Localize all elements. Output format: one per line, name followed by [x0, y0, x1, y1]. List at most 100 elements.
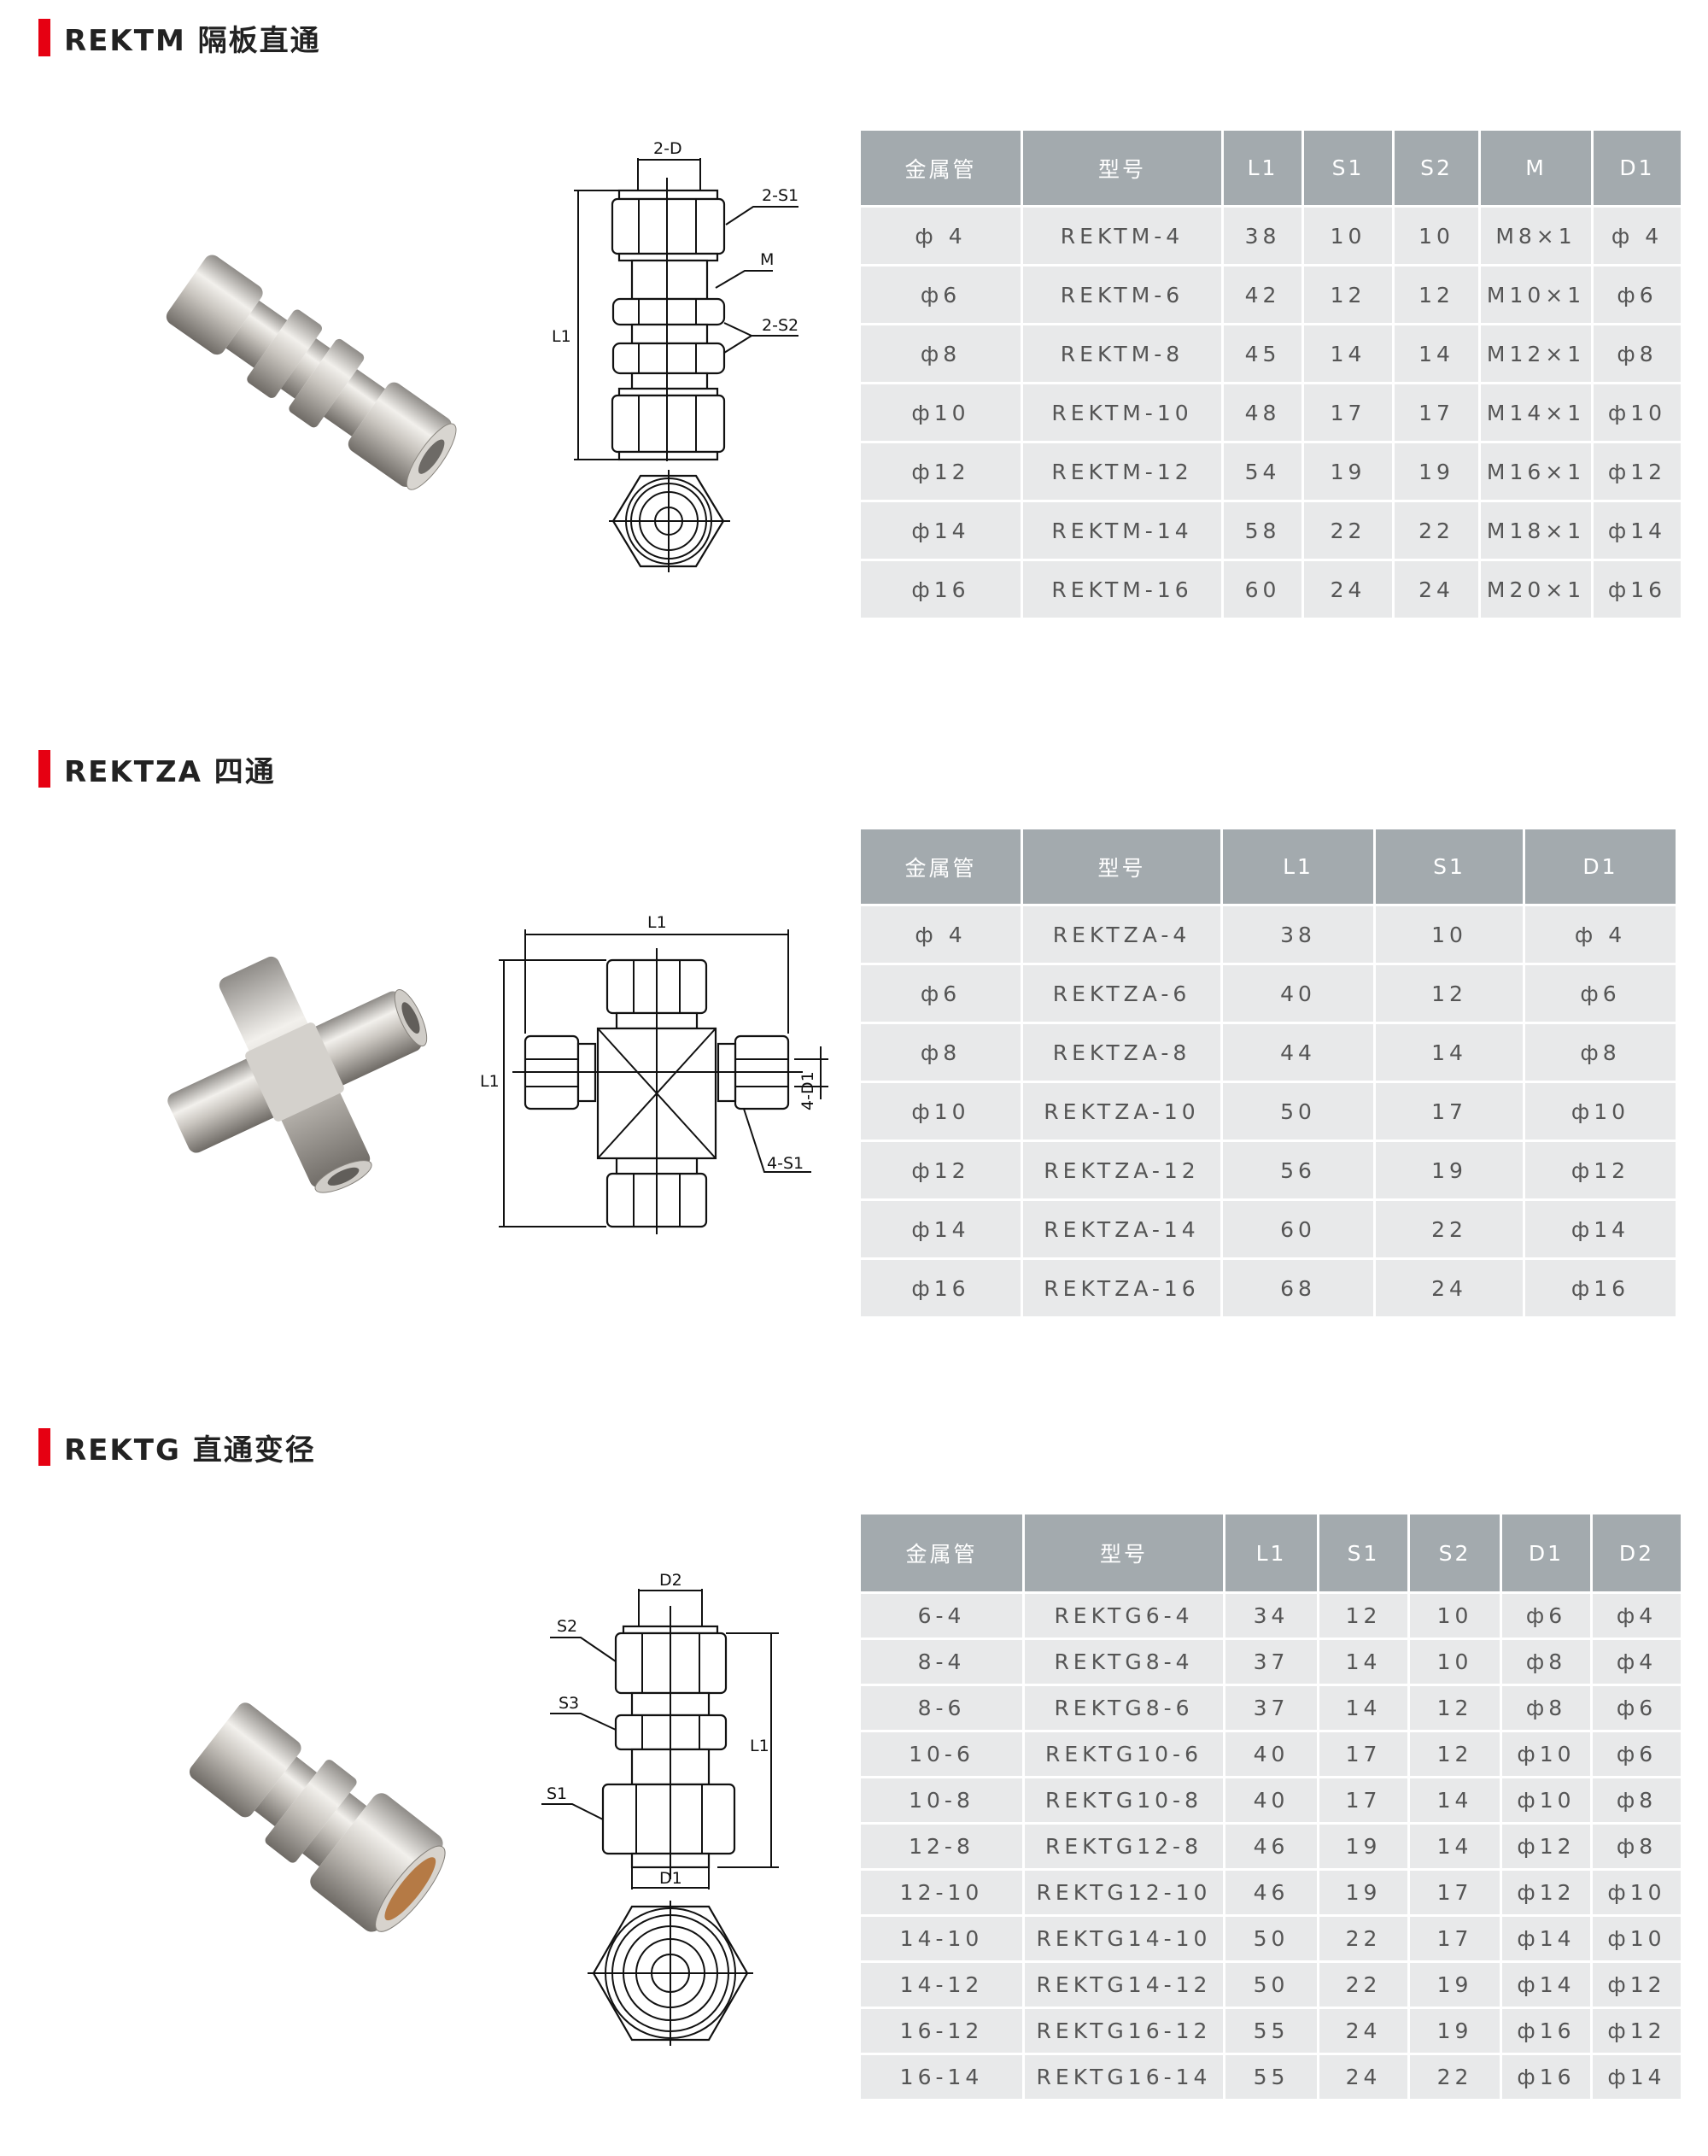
section-heading-rektg: REKTG 直通变径	[38, 1428, 316, 1468]
table-cell: 14	[1376, 1024, 1523, 1081]
table-cell: ф4	[1593, 1594, 1681, 1638]
table-cell: 19	[1376, 1142, 1523, 1198]
table-cell: ф12	[1593, 2009, 1681, 2053]
table-cell: 14	[1304, 325, 1392, 382]
table-cell: 10-8	[861, 1778, 1022, 1822]
table-cell: ф12	[1594, 443, 1681, 500]
table-cell: M18×1	[1481, 502, 1591, 559]
table-cell: 12	[1304, 267, 1392, 323]
heading-accent-bar	[38, 19, 50, 56]
table-cell: ф16	[861, 561, 1021, 618]
table-cell: ф14	[1525, 1201, 1676, 1257]
table-cell: 50	[1223, 1083, 1373, 1140]
table-cell: 14	[1410, 1778, 1500, 1822]
table-cell: 54	[1224, 443, 1301, 500]
table-cell: REKTG10-8	[1025, 1778, 1223, 1822]
table-cell: 42	[1224, 267, 1301, 323]
diagram-label: D1	[659, 1869, 682, 1888]
table-cell: 60	[1223, 1201, 1373, 1257]
table-cell: REKTM-10	[1023, 384, 1221, 441]
table-cell: 10	[1395, 208, 1478, 264]
table-cell: REKTG8-4	[1025, 1640, 1223, 1684]
column-header: S1	[1319, 1514, 1407, 1591]
table-cell: 19	[1319, 1871, 1407, 1914]
table-cell: ф6	[1525, 965, 1676, 1022]
section-heading-rektm: REKTM 隔板直通	[38, 19, 321, 58]
column-header: S2	[1410, 1514, 1500, 1591]
table-cell: REKTG16-14	[1025, 2055, 1223, 2099]
table-cell: ф12	[1502, 1871, 1590, 1914]
column-header: S1	[1304, 131, 1392, 205]
table-cell: 24	[1319, 2009, 1407, 2053]
table-cell: 19	[1319, 1825, 1407, 1868]
table-cell: REKTM-14	[1023, 502, 1221, 559]
table-cell: ф10	[1502, 1778, 1590, 1822]
table-cell: 19	[1304, 443, 1392, 500]
table-cell: REKTZA-10	[1023, 1083, 1220, 1140]
table-cell: ф 4	[861, 906, 1021, 963]
table-cell: ф12	[1525, 1142, 1676, 1198]
section-title: REKTZA 四通	[64, 754, 276, 789]
table-cell: REKTG8-6	[1025, 1686, 1223, 1730]
table-cell: 12	[1319, 1594, 1407, 1638]
table-cell: 45	[1224, 325, 1301, 382]
table-cell: 22	[1410, 2055, 1500, 2099]
table-cell: ф8	[861, 325, 1021, 382]
table-cell: 46	[1225, 1825, 1317, 1868]
column-header: D1	[1594, 131, 1681, 205]
table-cell: REKTG12-8	[1025, 1825, 1223, 1868]
table-cell: ф16	[1502, 2009, 1590, 2053]
table-cell: 17	[1410, 1917, 1500, 1960]
diagram-label: 2-S2	[762, 316, 798, 335]
table-cell: 14	[1395, 325, 1478, 382]
section-title: REKTM 隔板直通	[64, 23, 321, 58]
table-cell: REKTG6-4	[1025, 1594, 1223, 1638]
table-cell: 17	[1376, 1083, 1523, 1140]
table-cell: REKTG12-10	[1025, 1871, 1223, 1914]
table-cell: 24	[1319, 2055, 1407, 2099]
diagram-label: L1	[552, 327, 571, 346]
diagram-label: M	[760, 250, 774, 269]
table-cell: ф12	[1502, 1825, 1590, 1868]
table-cell: ф8	[1594, 325, 1681, 382]
table-cell: ф4	[1593, 1640, 1681, 1684]
table-cell: ф6	[1594, 267, 1681, 323]
table-cell: 17	[1304, 384, 1392, 441]
table-cell: REKTZA-8	[1023, 1024, 1220, 1081]
table-cell: 17	[1395, 384, 1478, 441]
table-cell: 14-10	[861, 1917, 1022, 1960]
table-cell: 12	[1410, 1686, 1500, 1730]
table-cell: ф 4	[1594, 208, 1681, 264]
table-cell: ф8	[1525, 1024, 1676, 1081]
rektg-product-photo	[189, 1702, 446, 1932]
table-cell: 10-6	[861, 1732, 1022, 1776]
table-cell: REKTG14-12	[1025, 1963, 1223, 2007]
table-cell: 55	[1225, 2009, 1317, 2053]
column-header: S2	[1395, 131, 1478, 205]
table-cell: 14	[1319, 1686, 1407, 1730]
table-cell: 6-4	[861, 1594, 1022, 1638]
table-cell: 37	[1225, 1686, 1317, 1730]
diagram-label: L1	[480, 1072, 500, 1091]
table-cell: REKTZA-14	[1023, 1201, 1220, 1257]
table-cell: 12-8	[861, 1825, 1022, 1868]
table-cell: ф14	[1594, 502, 1681, 559]
table-cell: ф8	[1593, 1825, 1681, 1868]
table-cell: 24	[1304, 561, 1392, 618]
table-cell: ф12	[861, 1142, 1021, 1198]
table-cell: 50	[1225, 1963, 1317, 2007]
column-header: 金属管	[861, 829, 1021, 904]
